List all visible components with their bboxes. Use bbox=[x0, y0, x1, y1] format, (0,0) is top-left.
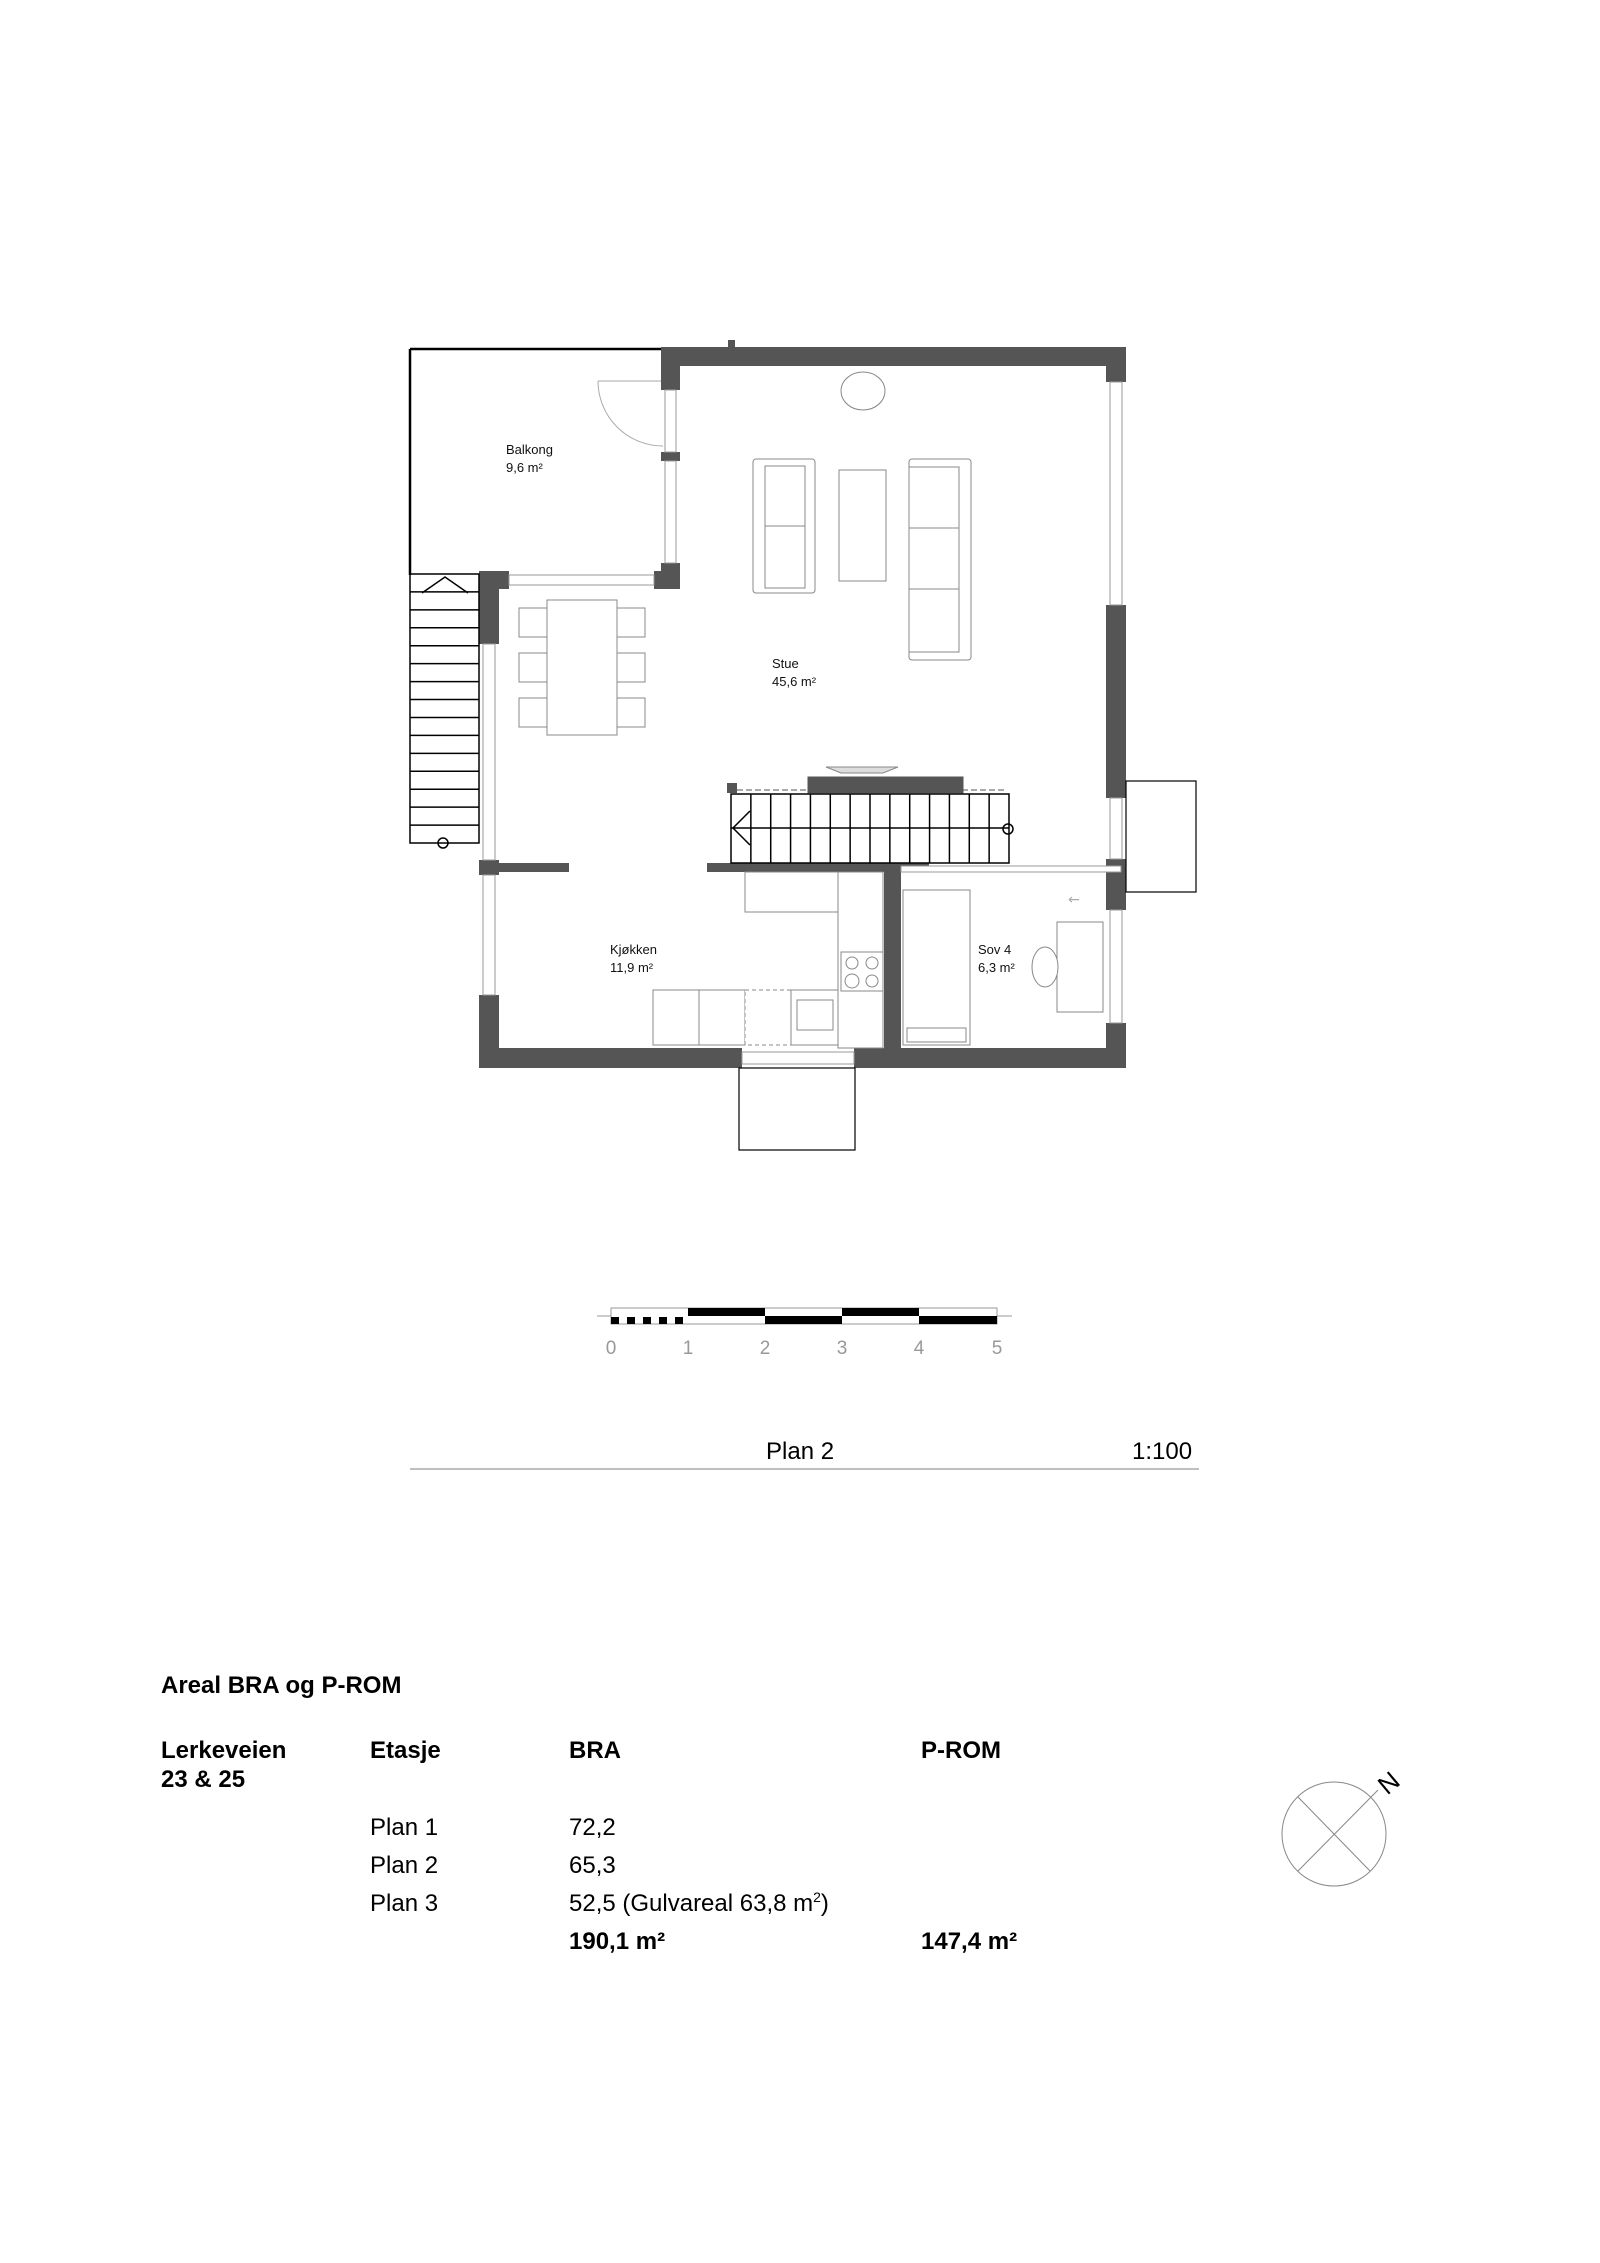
windows bbox=[482, 381, 1123, 1065]
furniture bbox=[518, 371, 1104, 1049]
header-prom: P-ROM bbox=[921, 1737, 1001, 1764]
scale-tick-4: 4 bbox=[914, 1338, 925, 1359]
exterior-stair bbox=[409, 573, 480, 849]
bed bbox=[902, 889, 971, 1046]
room-area-kjokken: 11,9 m² bbox=[610, 960, 654, 975]
fireplace bbox=[807, 776, 964, 794]
north-arrow-icon bbox=[1281, 1781, 1387, 1887]
scale-tick-0: 0 bbox=[606, 1338, 617, 1359]
bra-superscript: 2 bbox=[813, 1889, 821, 1905]
scale-tick-3: 3 bbox=[837, 1338, 848, 1359]
row-floor: Plan 3 bbox=[370, 1890, 439, 1917]
plan-name: Plan 2 bbox=[766, 1438, 835, 1465]
balcony-door-swing bbox=[597, 380, 664, 447]
side-step bbox=[1125, 780, 1197, 893]
balcony bbox=[408, 347, 666, 575]
header-floor: Etasje bbox=[370, 1737, 441, 1764]
lamp-table bbox=[840, 371, 886, 411]
dining-table bbox=[546, 599, 618, 736]
scale-tick-5: 5 bbox=[992, 1338, 1003, 1359]
scale-tick-2: 2 bbox=[760, 1338, 771, 1359]
desk bbox=[1056, 921, 1104, 1013]
bra-suffix: ) bbox=[820, 1890, 829, 1917]
room-area-balkong: 9,6 m² bbox=[506, 460, 544, 475]
row-bra: 72,2 bbox=[569, 1814, 616, 1841]
total-bra: 190,1 m² bbox=[569, 1928, 666, 1955]
svg-text:←: ← bbox=[1068, 892, 1080, 908]
total-prom: 147,4 m² bbox=[921, 1928, 1018, 1955]
room-name-balkong: Balkong bbox=[506, 442, 553, 457]
walls bbox=[479, 340, 1126, 1068]
room-area-sov4: 6,3 m² bbox=[978, 960, 1016, 975]
coffee-table bbox=[838, 469, 887, 582]
row-bra: 52,5 (Gulvareal 63,8 m2) bbox=[569, 1890, 829, 1918]
area-table-title: Areal BRA og P-ROM bbox=[161, 1672, 402, 1699]
entrance-step bbox=[738, 1067, 856, 1151]
bra-value: 52,5 (Gulvareal 63,8 m bbox=[569, 1890, 814, 1917]
compass-north-label: N bbox=[1372, 1765, 1406, 1800]
room-name-kjokken: Kjøkken bbox=[610, 942, 657, 957]
desk-chair bbox=[1031, 946, 1059, 988]
room-area-stue: 45,6 m² bbox=[772, 674, 817, 689]
room-name-stue: Stue bbox=[772, 656, 799, 671]
header-bra: BRA bbox=[569, 1737, 621, 1764]
scale-bar: 0 1 2 3 4 5 bbox=[597, 1307, 1012, 1359]
row-floor: Plan 2 bbox=[370, 1852, 439, 1879]
room-name-sov4: Sov 4 bbox=[978, 942, 1011, 957]
address-line1: Lerkeveien bbox=[161, 1737, 287, 1764]
interior-stair bbox=[730, 789, 1014, 864]
address-line2: 23 & 25 bbox=[161, 1766, 246, 1793]
plan-scale: 1:100 bbox=[1132, 1438, 1193, 1465]
row-bra: 65,3 bbox=[569, 1852, 616, 1879]
row-floor: Plan 1 bbox=[370, 1814, 439, 1841]
scale-tick-1: 1 bbox=[683, 1338, 694, 1359]
